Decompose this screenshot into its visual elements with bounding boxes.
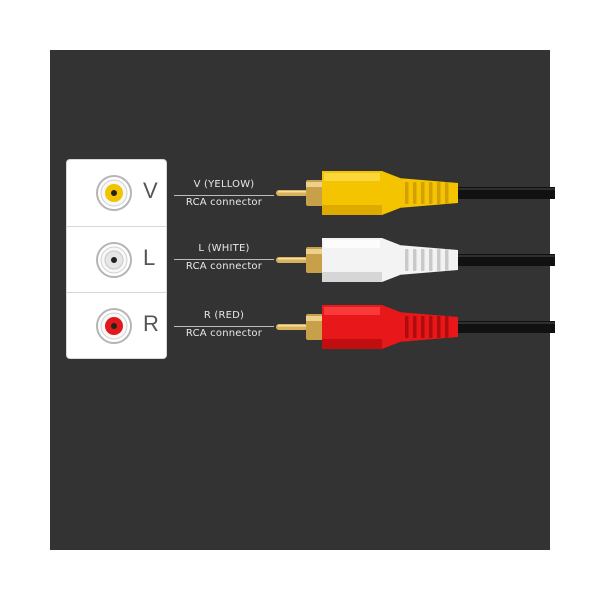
white-rca-plug [276, 238, 555, 282]
yellow-jack-icon [96, 175, 132, 211]
grip-groove [421, 182, 425, 204]
callout-line [174, 259, 274, 260]
grip-groove [413, 249, 417, 271]
grip-groove [437, 182, 441, 204]
plug-body [322, 171, 400, 215]
pin-highlight [278, 325, 306, 327]
shell-highlight [306, 316, 324, 321]
body-highlight [324, 240, 380, 248]
grip-groove [445, 182, 449, 204]
grip-groove [445, 249, 449, 271]
jack-row-video: V [67, 160, 166, 226]
grip-groove [429, 182, 433, 204]
pin-highlight [278, 191, 306, 193]
label-right: R (RED) RCA connector [174, 310, 274, 339]
shell-highlight [306, 182, 324, 187]
red-rca-plug [276, 305, 555, 349]
connector-name-left: L (WHITE) [198, 243, 250, 254]
connector-name-video: V (YELLOW) [193, 179, 255, 190]
cable-highlight [455, 322, 555, 324]
center-pin [276, 257, 308, 263]
red-jack-icon [96, 308, 132, 344]
shell-highlight [306, 249, 324, 254]
connector-type-right: RCA connector [185, 328, 263, 339]
white-jack-icon [96, 242, 132, 278]
grip-groove [405, 316, 409, 338]
grip-groove [405, 182, 409, 204]
center-pin [276, 324, 308, 330]
body-shadow [322, 339, 382, 349]
grip-groove [413, 316, 417, 338]
connector-type-video: RCA connector [185, 197, 263, 208]
plug-body [322, 238, 400, 282]
body-highlight [324, 307, 380, 315]
jack-letter-v: V [143, 178, 158, 203]
cable-highlight [455, 188, 555, 190]
grip-groove [429, 316, 433, 338]
body-highlight [324, 173, 380, 181]
pin-highlight [278, 258, 306, 260]
grip-groove [421, 249, 425, 271]
callout-line [174, 195, 274, 196]
grip-groove [437, 249, 441, 271]
body-shadow [322, 272, 382, 282]
yellow-rca-plug [276, 171, 555, 215]
callout-line [174, 326, 274, 327]
cable-highlight [455, 255, 555, 257]
label-video: V (YELLOW) RCA connector [174, 179, 274, 208]
center-pin [276, 190, 308, 196]
jack-letter-l: L [143, 245, 156, 270]
jack-letter-r: R [143, 311, 159, 336]
grip-groove [421, 316, 425, 338]
connector-type-left: RCA connector [185, 261, 263, 272]
grip-groove [437, 316, 441, 338]
rca-jack-panel: V L R [67, 160, 166, 358]
label-left: L (WHITE) RCA connector [174, 243, 274, 272]
connector-name-right: R (RED) [203, 310, 245, 321]
jack-row-left: L [67, 226, 166, 293]
plug-body [322, 305, 400, 349]
jack-row-right: R [67, 292, 166, 359]
grip-groove [413, 182, 417, 204]
grip-groove [405, 249, 409, 271]
body-shadow [322, 205, 382, 215]
grip-groove [445, 316, 449, 338]
grip-groove [429, 249, 433, 271]
